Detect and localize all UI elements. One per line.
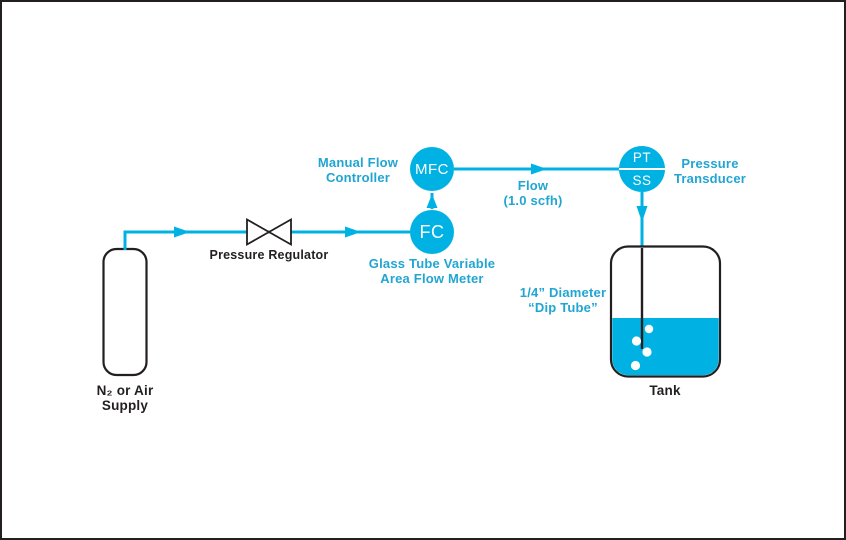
glass-tube-label-line2: Area Flow Meter: [380, 270, 484, 286]
pressure-transducer-label-line1: Pressure: [681, 156, 739, 171]
tank-label-text: Tank: [649, 383, 681, 398]
dip-tube-label: 1/4” Diameter “Dip Tube”: [501, 285, 625, 315]
flow-label-line2: (1.0 scfh): [503, 192, 563, 208]
tank-water-fill: [612, 318, 719, 376]
fc-node: FC: [410, 210, 454, 254]
flow-arrow-icon: [174, 226, 190, 238]
mfc-node: MFC: [410, 147, 454, 191]
glass-tube-meter-label: Glass Tube Variable Area Flow Meter: [349, 256, 515, 286]
pressure-transducer-label-line2: Transducer: [673, 170, 747, 186]
pressure-regulator-label-text: Pressure Regulator: [209, 248, 329, 262]
pressure-regulator-label: Pressure Regulator: [187, 248, 351, 262]
flow-rate-label: Flow (1.0 scfh): [493, 178, 573, 208]
manual-flow-label-line1: Manual Flow: [317, 155, 399, 170]
flow-label-line1: Flow: [517, 178, 549, 193]
flow-arrow-icon: [531, 163, 547, 175]
bubble-icon: [642, 347, 652, 357]
flow-arrow-down-icon: [636, 206, 648, 222]
supply-label: N₂ or Air Supply: [64, 383, 186, 413]
fc-node-label: FC: [419, 221, 445, 242]
flow-arrow-icon: [345, 226, 361, 238]
pressure-regulator-valve-icon: [246, 217, 292, 247]
glass-tube-label-line1: Glass Tube Variable: [368, 256, 496, 271]
pressure-transducer-label: Pressure Transducer: [659, 156, 761, 186]
manual-flow-label-line2: Controller: [325, 169, 391, 185]
bubble-icon: [631, 336, 642, 346]
supply-cylinder-shape: [102, 247, 148, 377]
flow-arrow-up-icon: [426, 194, 438, 208]
manual-flow-controller-label: Manual Flow Controller: [296, 155, 420, 185]
pt-ss-divider: [619, 168, 665, 170]
bubble-icon: [644, 324, 654, 334]
bubble-icon: [630, 360, 641, 371]
dip-tube-label-line2: “Dip Tube”: [528, 299, 598, 315]
supply-label-line2: Supply: [101, 398, 149, 414]
mfc-node-label: MFC: [415, 160, 449, 178]
pt-ss-node: PT SS: [619, 146, 665, 192]
supply-pipe-line: [123, 230, 411, 250]
supply-label-line1: N₂ or Air: [96, 383, 154, 398]
ss-label: SS: [632, 173, 652, 189]
pt-label: PT: [632, 149, 652, 165]
tank-label: Tank: [614, 383, 716, 398]
dip-tube-label-line1: 1/4” Diameter: [519, 285, 607, 300]
